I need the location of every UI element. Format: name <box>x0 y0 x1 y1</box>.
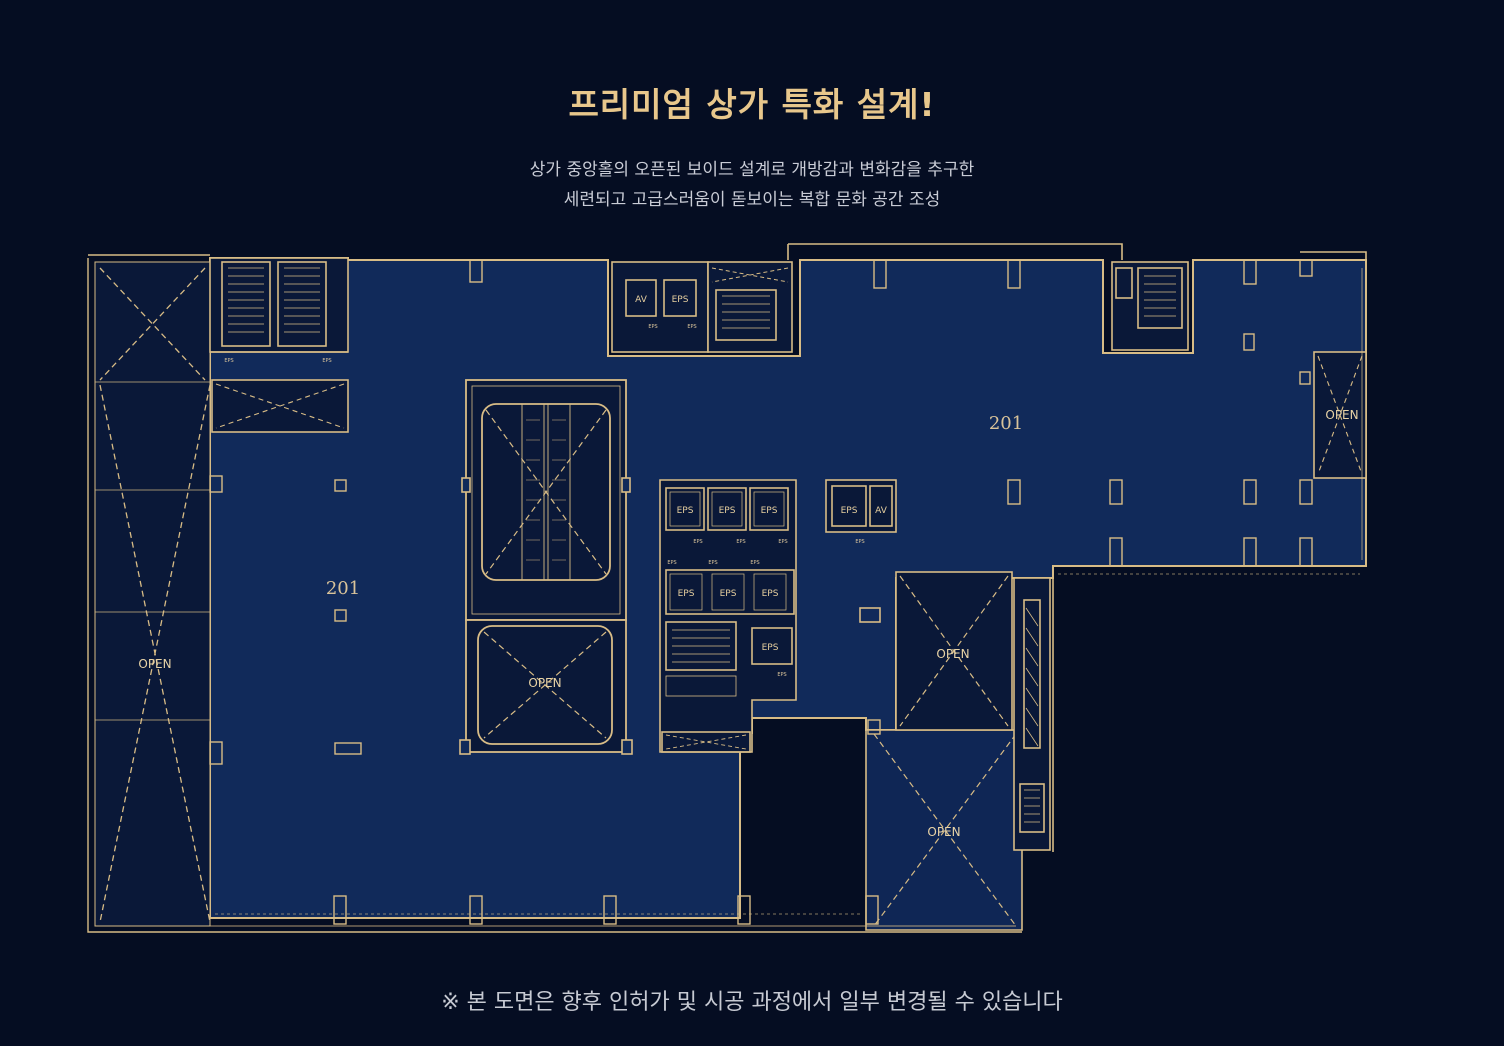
subtitle-line-1: 상가 중앙홀의 오픈된 보이드 설계로 개방감과 변화감을 추구한 <box>529 160 975 180</box>
eps-tiny-4: EPS <box>687 324 696 330</box>
core-top-right <box>1111 261 1189 351</box>
stair-core-top-left <box>209 257 349 433</box>
eps-tiny-10: EPS <box>708 560 717 566</box>
eps-tiny-5: EPS <box>693 539 702 545</box>
eps-tiny-12: EPS <box>777 672 786 678</box>
eps-label-2: EPS <box>719 506 736 516</box>
stair-strip-right <box>1013 577 1051 851</box>
open-label-right: OPEN <box>1325 408 1358 422</box>
subtitle-line-2: 세련되고 고급스러움이 돋보이는 복합 문화 공간 조성 <box>563 190 941 210</box>
disclaimer-note: ※ 본 도면은 향후 인허가 및 시공 과정에서 일부 변경될 수 있습니다 <box>441 990 1063 1015</box>
eps-label-8: EPS <box>762 643 779 653</box>
av-label-top: AV <box>635 295 648 305</box>
open-label-right-mid: OPEN <box>936 647 969 661</box>
open-label-left: OPEN <box>138 657 171 671</box>
eps-label-4: EPS <box>841 506 858 516</box>
eps-tiny-2: EPS <box>322 358 331 364</box>
open-void-right <box>1313 268 1367 560</box>
eps-label-6: EPS <box>720 589 737 599</box>
core-top-center <box>611 261 793 353</box>
eps-tiny-3: EPS <box>648 324 657 330</box>
unit-label-right: 201 <box>989 413 1023 434</box>
eps-label-top: EPS <box>672 295 689 305</box>
av-label-center: AV <box>875 506 888 516</box>
core-center <box>659 479 897 753</box>
open-void-left <box>94 261 211 927</box>
eps-tiny-11: EPS <box>750 560 759 566</box>
columns <box>209 259 1313 925</box>
open-void-center <box>459 619 633 755</box>
escalator-void <box>461 379 631 621</box>
eps-label-5: EPS <box>678 589 695 599</box>
eps-tiny-6: EPS <box>736 539 745 545</box>
open-label-right-low: OPEN <box>927 825 960 839</box>
eps-label-1: EPS <box>677 506 694 516</box>
page-title: 프리미엄 상가 특화 설계! <box>568 85 936 124</box>
eps-tiny-1: EPS <box>224 358 233 364</box>
eps-tiny-7: EPS <box>778 539 787 545</box>
eps-tiny-9: EPS <box>667 560 676 566</box>
unit-label-left: 201 <box>326 578 360 599</box>
open-void-right-mid <box>895 571 1013 731</box>
eps-label-7: EPS <box>762 589 779 599</box>
eps-tiny-8: EPS <box>855 539 864 545</box>
open-label-center: OPEN <box>528 676 561 690</box>
eps-label-3: EPS <box>761 506 778 516</box>
